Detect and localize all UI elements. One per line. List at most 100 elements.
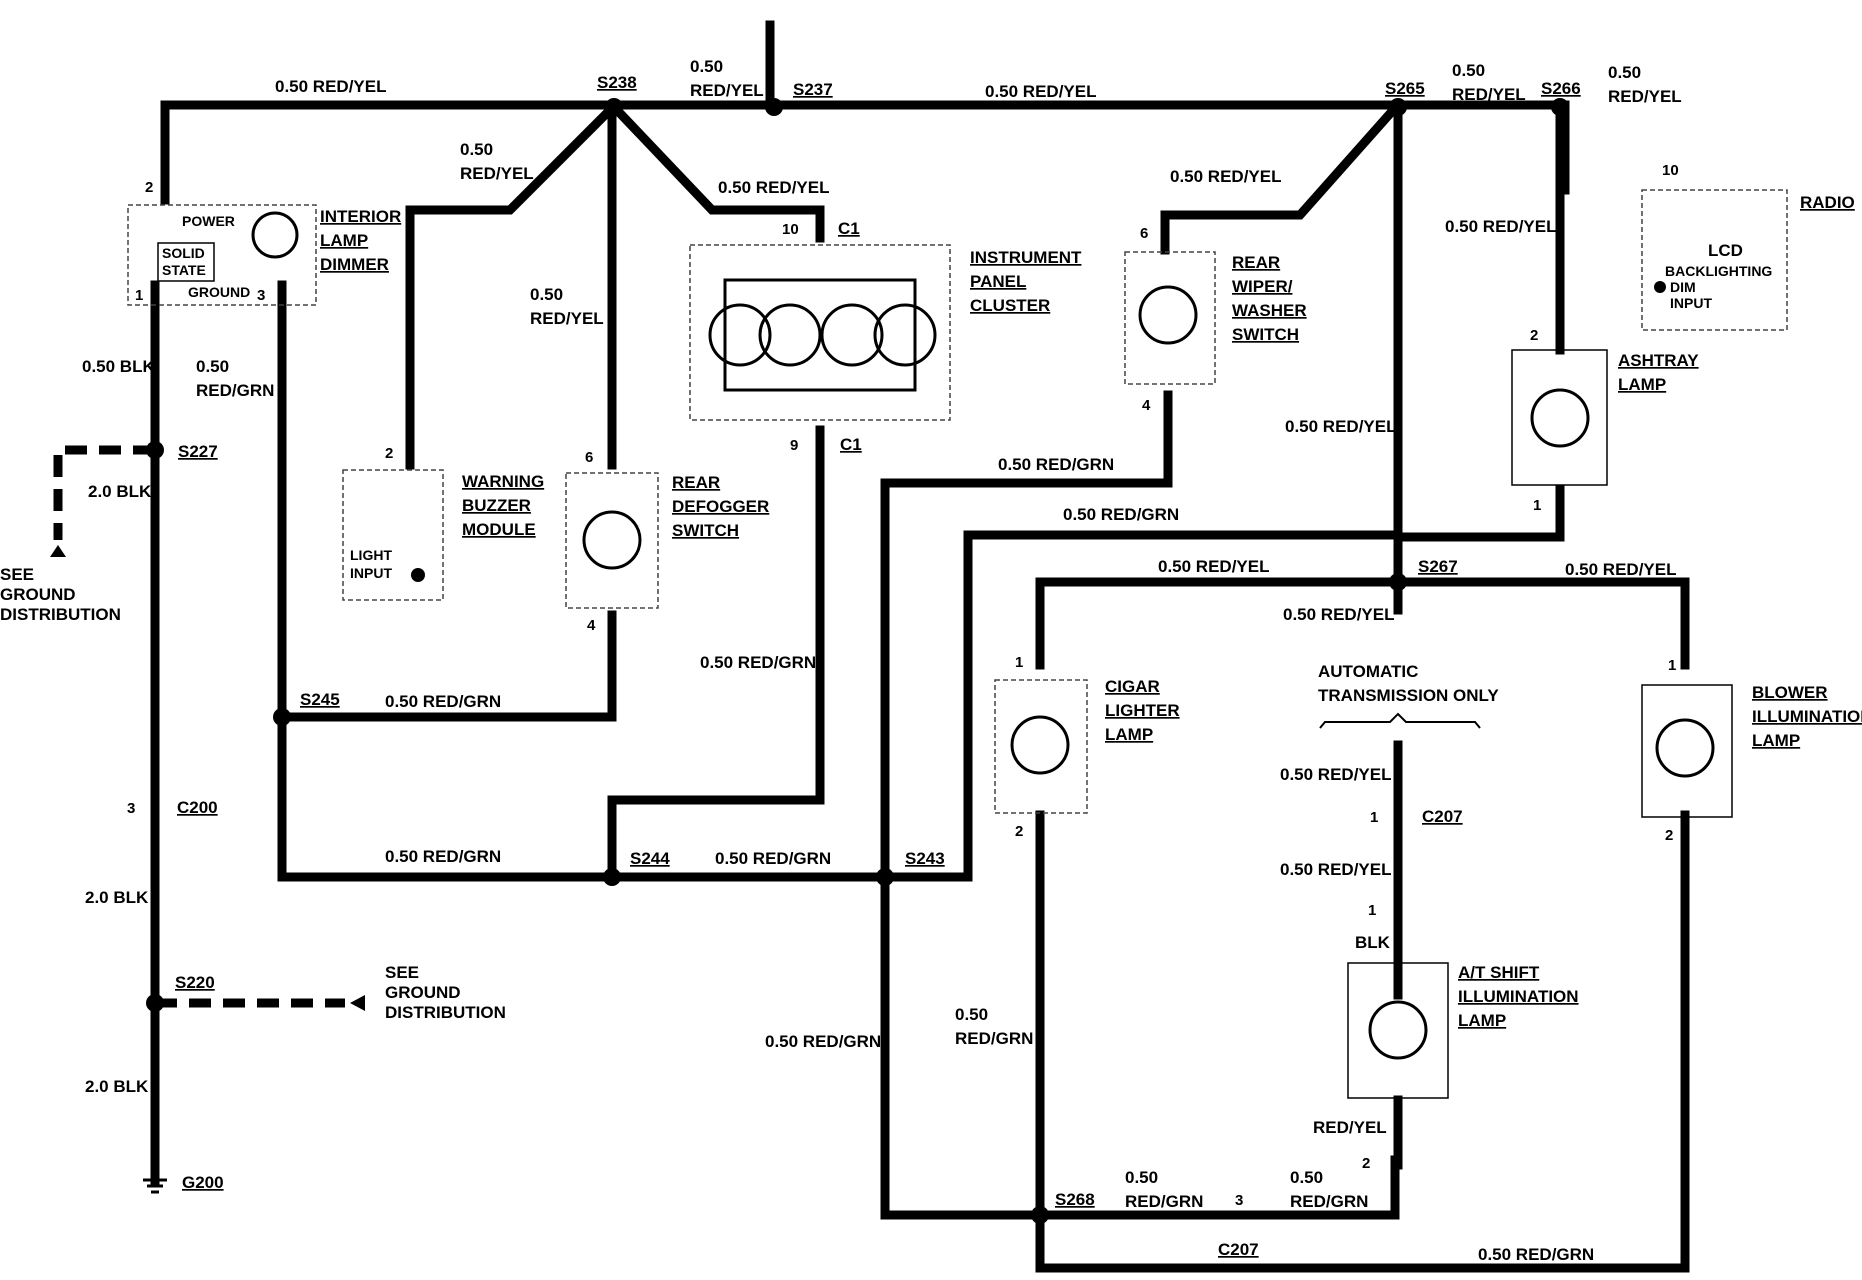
rear-wiper-label-4: SWITCH: [1232, 325, 1299, 344]
wire-label-blk-s227: 2.0 BLK: [88, 482, 152, 501]
radio-dim-label: DIM: [1670, 279, 1696, 295]
wire-s243-wiper: [880, 390, 1173, 882]
auto-trans-label-1: AUTOMATIC: [1318, 662, 1418, 681]
wire-label-cluster-ground: 0.50 RED/GRN: [700, 653, 816, 672]
wire-label-at-blk: BLK: [1355, 933, 1391, 952]
wire-label-s244-left: 0.50 RED/GRN: [385, 847, 501, 866]
wire-dimmer-illum: [277, 280, 617, 882]
wire-label-blk-c200: 2.0 BLK: [85, 888, 149, 907]
pin-dimmer-1: 1: [135, 287, 143, 304]
wire-gauge-s265r: 0.50: [1452, 61, 1485, 80]
warning-buzzer-label-1: WARNING: [462, 472, 544, 491]
splice-s237: S237: [793, 80, 833, 99]
instrument-cluster-label-3: CLUSTER: [970, 296, 1050, 315]
rear-wiper-label-3: WASHER: [1232, 301, 1307, 320]
wire-label-s243-upper: 0.50 RED/GRN: [1063, 505, 1179, 524]
wire-color-s237: RED/YEL: [690, 81, 764, 100]
wire-gauge-defogger: 0.50: [530, 285, 563, 304]
wire-label-s244-right: 0.50 RED/GRN: [715, 849, 831, 868]
see-ground-2-c: DISTRIBUTION: [385, 1003, 506, 1022]
defogger-lamp-icon: [582, 510, 642, 570]
pin-cluster-10: 10: [782, 221, 799, 238]
radio-dim-dot: [1654, 281, 1666, 293]
warning-buzzer-label-3: MODULE: [462, 520, 536, 539]
buzzer-input-dot: [411, 568, 425, 582]
wire-color-radio: RED/YEL: [1608, 87, 1682, 106]
see-ground-2-b: GROUND: [385, 983, 461, 1002]
radio-input-label: INPUT: [1670, 295, 1712, 311]
ground-arrow-up: [50, 545, 66, 557]
pin-at-2: 2: [1362, 1155, 1370, 1172]
wire-label-at-return: RED/YEL: [1313, 1118, 1387, 1137]
at-shift-label-2: ILLUMINATION: [1458, 987, 1579, 1006]
radio-lcd-label: LCD: [1708, 241, 1743, 260]
wire-gauge-cigar-ground: 0.50: [955, 1005, 988, 1024]
auto-trans-bracket: [1319, 712, 1481, 729]
splice-s244: S244: [630, 849, 670, 868]
wire-label-top-left: 0.50 RED/YEL: [275, 77, 387, 96]
dimmer-state-label: STATE: [162, 262, 206, 278]
pin-blower-2: 2: [1665, 827, 1673, 844]
buzzer-light-label: LIGHT: [350, 547, 392, 563]
auto-trans-label-2: TRANSMISSION ONLY: [1318, 686, 1499, 705]
wire-gauge-buzzer: 0.50: [460, 140, 493, 159]
rear-wiper-label-1: REAR: [1232, 253, 1280, 272]
wire-s243-s268: [880, 872, 1045, 1220]
wire-s245-defogger: [277, 610, 617, 722]
pin-defogger-4: 4: [587, 617, 596, 634]
pin-radio-10: 10: [1662, 162, 1679, 179]
instrument-cluster-label-2: PANEL: [970, 272, 1026, 291]
warning-buzzer-box: [342, 469, 444, 601]
pin-ashtray-1: 1: [1533, 497, 1541, 514]
wire-label-at-feed-mid: 0.50 RED/YEL: [1280, 860, 1392, 879]
splice-s243: S243: [905, 849, 945, 868]
pin-c207-3: 3: [1235, 1192, 1243, 1209]
wire-label-cluster-feed: 0.50 RED/YEL: [718, 178, 830, 197]
wire-label-s243-down: 0.50 RED/GRN: [765, 1032, 881, 1051]
ground-symbol-g200: [143, 1178, 167, 1194]
pin-wiper-6: 6: [1140, 225, 1148, 242]
wire-label-s267-down: 0.50 RED/YEL: [1283, 605, 1395, 624]
wire-color-cigar-ground: RED/GRN: [955, 1029, 1033, 1048]
wire-label-blk-dimmer: 0.50 BLK: [82, 357, 155, 376]
at-shift-box: [1347, 962, 1449, 1099]
wire-color-dimmer-grn: RED/GRN: [196, 381, 274, 400]
wire-label-top-mid: 0.50 RED/YEL: [985, 82, 1097, 101]
dimmer-ground-label: GROUND: [188, 284, 250, 300]
dimmer-power-label: POWER: [182, 213, 235, 229]
wire-cluster-feed: [608, 101, 825, 243]
connector-c207-bottom: C207: [1218, 1240, 1259, 1259]
ashtray-label-2: LAMP: [1618, 375, 1666, 394]
see-ground-1-c: DISTRIBUTION: [0, 605, 121, 624]
wire-color-s265r: RED/YEL: [1452, 85, 1526, 104]
pin-at-1: 1: [1368, 902, 1376, 919]
wire-gauge-s268: 0.50: [1125, 1168, 1158, 1187]
pin-c207-top-1: 1: [1370, 809, 1378, 826]
pin-blower-1: 1: [1668, 657, 1676, 674]
at-shift-label-3: LAMP: [1458, 1011, 1506, 1030]
cigar-lighter-box: [994, 679, 1088, 814]
wire-color-s268: RED/GRN: [1125, 1192, 1203, 1211]
buzzer-input-label: INPUT: [350, 565, 392, 581]
warning-buzzer-label-2: BUZZER: [462, 496, 531, 515]
connector-c1-top: C1: [838, 219, 860, 238]
dimmer-solid-label: SOLID: [162, 245, 205, 261]
pin-defogger-6: 6: [585, 449, 593, 466]
wire-label-ashtray-feed: 0.50 RED/YEL: [1445, 217, 1557, 236]
rear-defogger-label-2: DEFOGGER: [672, 497, 769, 516]
wire-label-wiper-feed: 0.50 RED/YEL: [1170, 167, 1282, 186]
wire-gauge-s237: 0.50: [690, 57, 723, 76]
instrument-cluster-label-1: INSTRUMENT: [970, 248, 1082, 267]
wire-label-bottom: 0.50 RED/GRN: [1478, 1245, 1594, 1264]
splice-s227: S227: [178, 442, 218, 461]
splice-s266: S266: [1541, 79, 1581, 98]
wire-s267-bus: [1035, 577, 1690, 670]
ashtray-lamp-box: [1511, 349, 1608, 486]
blower-lamp-box: [1641, 684, 1733, 818]
pin-buzzer-2: 2: [385, 445, 393, 462]
splice-dots: [146, 98, 1569, 1224]
blower-label-2: ILLUMINATION: [1752, 707, 1862, 726]
pin-cigar-1: 1: [1015, 654, 1023, 671]
rear-defogger-label-1: REAR: [672, 473, 720, 492]
